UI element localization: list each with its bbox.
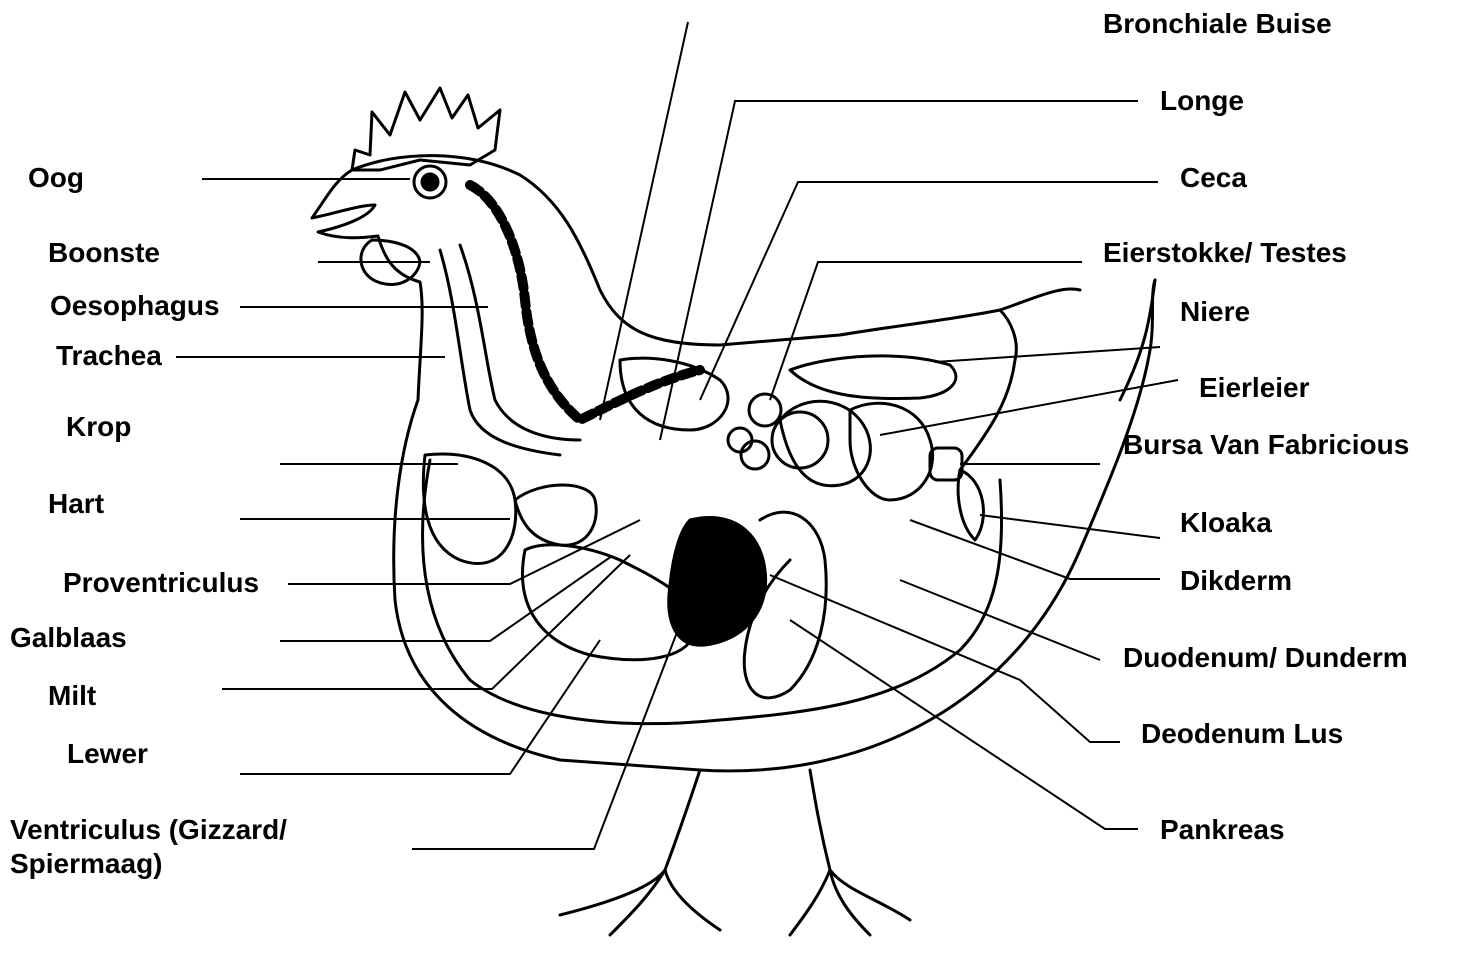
leader-deodenum <box>770 575 1120 742</box>
trachea-tube <box>440 250 560 455</box>
label-oesophagus: Oesophagus <box>50 289 220 323</box>
label-proventriculus: Proventriculus <box>63 566 259 600</box>
label-boonste: Boonste <box>48 236 160 270</box>
label-eierstokke: Eierstokke/ Testes <box>1103 236 1347 270</box>
ovary-2 <box>728 428 752 452</box>
kidney <box>790 356 956 399</box>
ovary-1 <box>749 394 781 426</box>
label-hart: Hart <box>48 487 104 521</box>
label-longe: Longe <box>1160 84 1244 118</box>
heart <box>515 485 596 545</box>
label-duodenum: Duodenum/ Dunderm <box>1123 641 1408 675</box>
label-deodenum-lus: Deodenum Lus <box>1141 717 1343 751</box>
label-ventriculus: Ventriculus (Gizzard/ Spiermaag) <box>10 813 340 881</box>
tail <box>1000 280 1155 400</box>
comb <box>352 88 500 170</box>
label-dikderm: Dikderm <box>1180 564 1292 598</box>
label-niere: Niere <box>1180 295 1250 329</box>
eye-inner <box>422 174 438 190</box>
ovary-3 <box>741 441 769 469</box>
leader-longe <box>660 101 1138 440</box>
leader-duodenum <box>900 580 1100 660</box>
leader-niere <box>935 347 1160 362</box>
leg-left <box>560 770 720 935</box>
spine <box>470 185 700 420</box>
label-oog: Oog <box>28 161 84 195</box>
label-galblaas: Galblaas <box>10 621 127 655</box>
label-pankreas: Pankreas <box>1160 813 1285 847</box>
leader-dikderm <box>910 520 1160 579</box>
neck-back <box>352 156 1016 470</box>
cloaca <box>958 470 983 540</box>
intestine-coils-2 <box>850 403 933 500</box>
ovary-4 <box>772 412 828 468</box>
leader-lewer <box>240 640 600 774</box>
leader-eierleier <box>880 380 1178 435</box>
label-ceca: Ceca <box>1180 161 1247 195</box>
label-milt: Milt <box>48 679 96 713</box>
leader-pankreas <box>790 620 1138 829</box>
head-outline <box>312 170 1155 771</box>
label-kloaka: Kloaka <box>1180 506 1272 540</box>
duodenum-loop <box>744 512 826 698</box>
leg-right <box>790 770 910 935</box>
label-bronchiale-buise: Bronchiale Buise <box>1103 7 1332 41</box>
label-lewer: Lewer <box>67 737 148 771</box>
label-trachea: Trachea <box>56 339 162 373</box>
leader-ceca <box>700 182 1158 400</box>
label-eierleier: Eierleier <box>1199 371 1310 405</box>
crop <box>423 454 515 563</box>
leader-kloaka <box>980 515 1160 538</box>
bursa <box>930 448 962 480</box>
leader-eierstokke <box>770 262 1082 400</box>
leader-galblaas <box>280 556 612 641</box>
label-krop: Krop <box>66 410 131 444</box>
label-bursa: Bursa Van Fabricious <box>1123 428 1409 462</box>
